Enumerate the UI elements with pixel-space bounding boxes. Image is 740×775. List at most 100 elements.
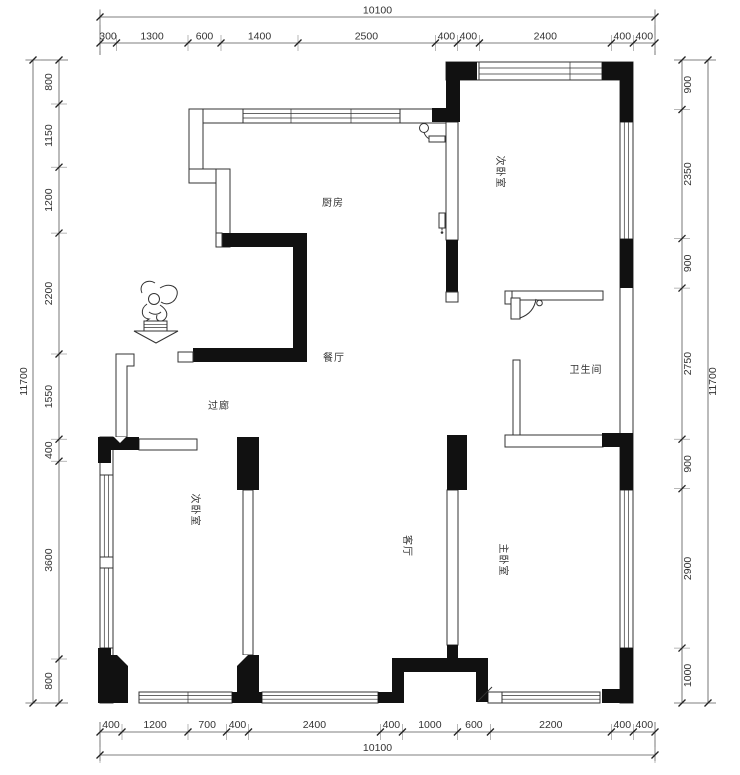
window-left-lower xyxy=(99,567,114,649)
room-label-living: 客厅 xyxy=(401,535,414,557)
dim-tick xyxy=(651,728,659,736)
window-bottom-master xyxy=(502,695,600,700)
dim-tick xyxy=(96,728,104,736)
dim-label: 1550 xyxy=(43,385,55,409)
dim-label: 400 xyxy=(614,719,632,731)
bathroom-door xyxy=(510,297,543,320)
room-labels: 厨房 次卧室 餐厅 过廊 卫生间 次卧室 客厅 主卧室 xyxy=(189,156,603,577)
solid-walls xyxy=(98,62,633,703)
dim-tick xyxy=(678,435,686,444)
dim-label: 700 xyxy=(198,719,216,731)
door-leaf xyxy=(428,135,446,143)
dim-label: 2400 xyxy=(534,31,558,43)
entry-arrow-icon xyxy=(133,330,179,344)
dim-tick xyxy=(96,751,104,759)
dim-tick xyxy=(704,56,712,64)
dim-tick xyxy=(184,39,192,47)
window-bedroom-top xyxy=(478,61,603,81)
door-hinge-icon xyxy=(536,299,543,307)
dim-tick xyxy=(629,39,638,47)
dim-label: 400 xyxy=(636,31,654,43)
dim-tick xyxy=(222,728,231,736)
dim-label: 2500 xyxy=(355,31,379,43)
dim-tick xyxy=(453,728,462,736)
room-label-kitchen: 厨房 xyxy=(322,196,344,209)
dim-label: 800 xyxy=(43,73,55,91)
dim-left-total: 11700 xyxy=(18,367,30,396)
window-bottom-living xyxy=(262,695,378,700)
switch-icon xyxy=(438,212,446,234)
room-label-master: 主卧室 xyxy=(497,544,510,577)
dim-tick xyxy=(55,699,63,707)
dim-label: 2900 xyxy=(682,557,694,581)
dim-tick xyxy=(678,699,686,707)
door-leaf xyxy=(510,297,521,320)
room-label-dining: 餐厅 xyxy=(323,351,345,364)
dim-label: 1400 xyxy=(248,31,272,43)
dim-label: 3600 xyxy=(43,548,55,572)
dim-label: 900 xyxy=(682,254,694,272)
dim-tick xyxy=(678,56,686,64)
dim-tick xyxy=(217,39,225,47)
dim-tick xyxy=(486,728,495,736)
dim-tick xyxy=(678,284,686,293)
wall-chamfer xyxy=(117,655,128,666)
thin-walls xyxy=(99,61,634,704)
dim-label: 900 xyxy=(682,455,694,473)
window-left-upper xyxy=(99,474,114,558)
doormat-icon xyxy=(143,320,168,332)
dim-tick xyxy=(651,39,659,47)
dim-label: 1000 xyxy=(682,664,694,688)
wall-chamfer xyxy=(237,655,248,666)
dim-tick xyxy=(96,39,104,47)
dimension-ticks xyxy=(25,9,716,763)
dim-tick xyxy=(607,728,616,736)
dim-tick xyxy=(96,13,104,21)
dim-tick xyxy=(453,39,462,47)
room-label-corridor: 过廊 xyxy=(208,399,230,412)
dim-tick xyxy=(55,350,63,358)
dim-tick xyxy=(55,100,63,108)
dim-label: 900 xyxy=(682,76,694,94)
dim-tick xyxy=(475,39,484,47)
dim-tick xyxy=(678,234,686,243)
dim-tick xyxy=(184,728,192,736)
dim-label: 400 xyxy=(636,719,654,731)
entry-door-leaf xyxy=(477,686,493,702)
dim-tick xyxy=(398,728,407,736)
dim-tick xyxy=(29,56,37,64)
dim-tick xyxy=(244,728,253,736)
dim-tick xyxy=(629,728,638,736)
dim-tick xyxy=(678,484,686,493)
dimension-labels-left: 11700 800 1150 1200 2200 1550 400 3600 8… xyxy=(18,73,55,690)
dim-tick xyxy=(112,39,121,47)
dim-label: 2750 xyxy=(682,352,694,376)
dim-tick xyxy=(651,13,659,21)
door-arc-icon xyxy=(519,298,537,319)
dim-tick xyxy=(55,163,63,172)
dim-label: 400 xyxy=(102,719,120,731)
dim-label: 1150 xyxy=(43,124,55,147)
dimension-labels-right: 11700 900 2350 900 2750 900 2900 1000 xyxy=(682,76,719,687)
doors-and-symbols xyxy=(133,123,543,702)
dim-tick xyxy=(118,728,126,736)
corridor-wall xyxy=(115,353,135,438)
dim-label: 2200 xyxy=(43,282,55,306)
room-label-bedroom-left: 次卧室 xyxy=(189,494,202,527)
dim-label: 400 xyxy=(383,719,401,731)
dim-tick xyxy=(431,39,440,47)
dim-tick xyxy=(55,229,63,238)
dim-label: 2200 xyxy=(539,719,563,731)
window-right-upper xyxy=(619,121,634,240)
door-hinge-icon xyxy=(419,123,429,133)
dim-tick xyxy=(704,699,712,707)
room-label-bathroom: 卫生间 xyxy=(570,363,603,376)
dim-label: 800 xyxy=(43,672,55,690)
dim-label: 1000 xyxy=(418,719,442,731)
windows xyxy=(99,61,634,703)
dim-right-total: 11700 xyxy=(707,367,719,396)
dim-label: 600 xyxy=(465,719,483,731)
dim-tick xyxy=(678,644,686,653)
